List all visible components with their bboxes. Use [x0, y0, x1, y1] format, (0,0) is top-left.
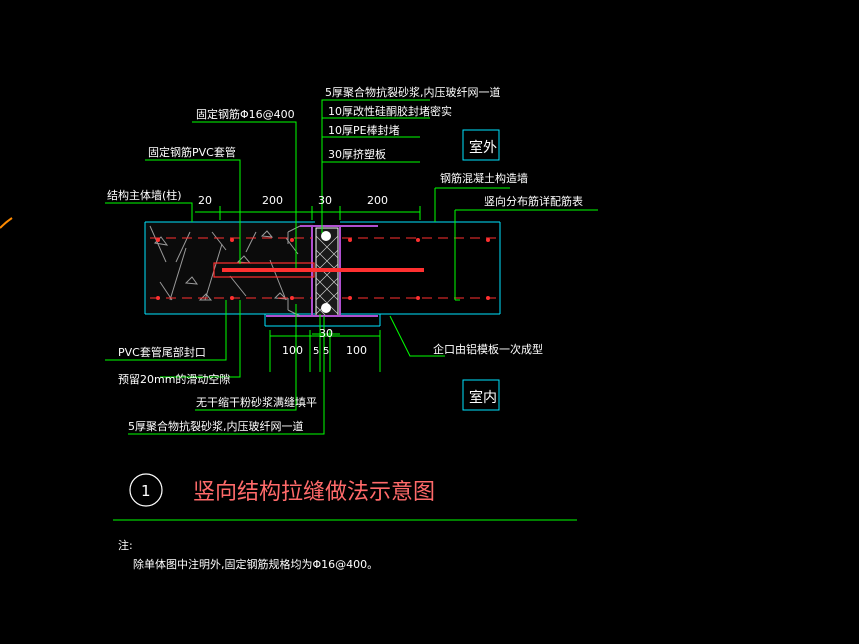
- rebar-dots: [156, 238, 490, 300]
- title-number: 1: [141, 482, 151, 500]
- callout-sealant: 10厚改性硅酮胶封堵密实: [328, 104, 452, 118]
- callout-mortar-top: 5厚聚合物抗裂砂浆,内压玻纤网一道: [325, 85, 501, 99]
- dim-top-200b: 200: [367, 194, 388, 207]
- callout-vert-rebar: 竖向分布筋详配筋表: [484, 194, 583, 208]
- joint-crosshatch: [315, 235, 339, 317]
- drawing-title: 竖向结构拉缝做法示意图: [193, 480, 435, 505]
- callout-pvc-end: PVC套管尾部封口: [118, 345, 206, 359]
- joint-profile: [287, 225, 301, 317]
- callout-reserve-gap: 预留20mm的滑动空隙: [118, 372, 230, 386]
- dim-bottom-5b: 5: [323, 346, 329, 357]
- dim-top-20: 20: [198, 194, 212, 207]
- title-number-circle: [129, 473, 163, 507]
- outdoor-box: [462, 129, 500, 161]
- callout-mortar-bottom: 5厚聚合物抗裂砂浆,内压玻纤网一道: [128, 419, 304, 433]
- note-text: 除单体图中注明外,固定钢筋规格均为Φ16@400。: [133, 557, 378, 571]
- callout-eps-board: 30厚挤塑板: [328, 147, 386, 161]
- label-indoor: 室内: [469, 389, 497, 406]
- leader-lines: [105, 99, 598, 521]
- dim-bottom-5a: 5: [313, 346, 319, 357]
- label-outdoor: 室外: [469, 139, 497, 156]
- dim-top-200a: 200: [262, 194, 283, 207]
- note-label: 注:: [118, 538, 133, 552]
- dim-bottom-100b: 100: [346, 344, 367, 357]
- callout-rc-wall: 钢筋混凝土构造墙: [440, 171, 528, 185]
- callout-al-plate: 企口由铝模板一次成型: [433, 342, 543, 356]
- dim-bottom-100a: 100: [282, 344, 303, 357]
- callout-non-shrink: 无干缩干粉砂浆满缝填平: [196, 395, 317, 409]
- indoor-box: [462, 379, 500, 411]
- stray-mark: [0, 217, 13, 229]
- callout-pe-rod: 10厚PE棒封堵: [328, 123, 400, 137]
- callout-fix-rebar: 固定钢筋Φ16@400: [196, 107, 295, 121]
- callout-pvc-sleeve: 固定钢筋PVC套管: [148, 145, 236, 159]
- pe-rod-top: [321, 231, 331, 241]
- pe-rod-bottom: [321, 303, 331, 313]
- callout-struct-wall: 结构主体墙(柱): [107, 188, 182, 202]
- dim-mid-30: 30: [319, 327, 333, 340]
- wall-outline: [144, 221, 501, 327]
- dim-top-30: 30: [318, 194, 332, 207]
